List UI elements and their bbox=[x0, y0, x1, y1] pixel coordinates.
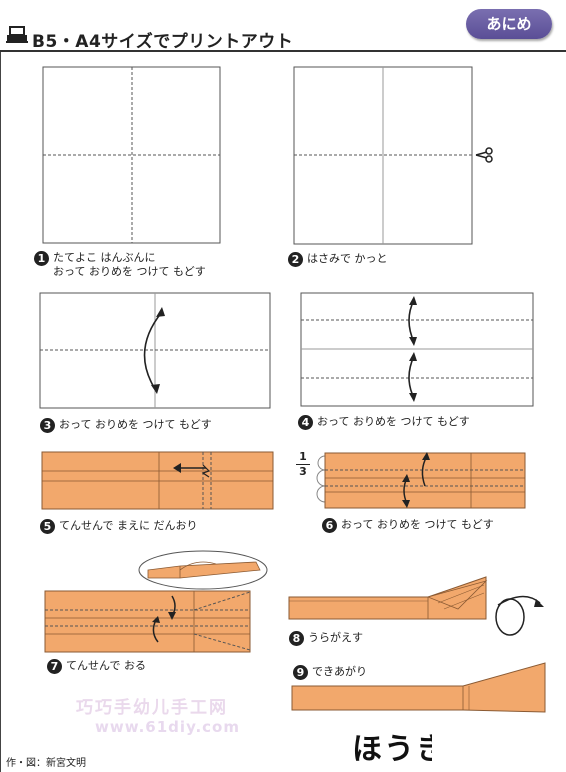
result-title: ほうき bbox=[352, 732, 432, 767]
step-9-diagram bbox=[291, 662, 546, 713]
watermark-url: www.61diy.com bbox=[95, 718, 240, 736]
step-text: おって おりめを つけて もどす bbox=[59, 418, 212, 431]
page-header: B5・A4サイズでプリントアウト あにめ bbox=[0, 0, 566, 52]
step-number: 3 bbox=[40, 418, 55, 433]
fraction-numerator: 1 bbox=[299, 450, 307, 463]
step-4-caption: 4 おって おりめを つけて もどす bbox=[298, 415, 470, 430]
step-9-caption: 9 できあがり bbox=[293, 665, 367, 680]
step-7-diagram bbox=[44, 590, 251, 653]
step-3-caption: 3 おって おりめを つけて もどす bbox=[40, 418, 212, 433]
step-text: うらがえす bbox=[308, 631, 363, 644]
step-text: はさみで かっと bbox=[307, 252, 388, 265]
step-text: てんせんで まえに だんおり bbox=[59, 519, 198, 532]
step-4-diagram bbox=[300, 292, 534, 407]
step-5-diagram bbox=[41, 451, 274, 510]
header-divider bbox=[0, 50, 566, 52]
step-number: 2 bbox=[288, 252, 303, 267]
step-number: 9 bbox=[293, 665, 308, 680]
step-6-caption: 6 おって おりめを つけて もどす bbox=[322, 518, 494, 533]
step-number: 7 bbox=[47, 659, 62, 674]
step-7-caption: 7 てんせんで おる bbox=[47, 659, 146, 674]
step-text: たてよこ はんぶんに おって おりめを つけて もどす bbox=[53, 251, 206, 278]
watermark-text: 巧巧手幼儿手工网 bbox=[76, 698, 228, 718]
step-1-caption: 1 たてよこ はんぶんに おって おりめを つけて もどす bbox=[34, 251, 206, 279]
step-number: 4 bbox=[298, 415, 313, 430]
step-number: 1 bbox=[34, 251, 49, 266]
step-text: おって おりめを つけて もどす bbox=[317, 415, 470, 428]
page-title: B5・A4サイズでプリントアウト bbox=[32, 32, 294, 52]
step-text: てんせんで おる bbox=[66, 659, 146, 672]
fraction-denominator: 3 bbox=[299, 465, 307, 478]
fraction-label: 1 3 bbox=[296, 451, 310, 478]
step-8-caption: 8 うらがえす bbox=[289, 631, 363, 646]
step-3-diagram bbox=[39, 292, 271, 409]
step-5-caption: 5 てんせんで まえに だんおり bbox=[40, 519, 197, 534]
step-8-diagram bbox=[288, 576, 544, 636]
anime-badge-button[interactable]: あにめ bbox=[466, 9, 552, 39]
step-number: 6 bbox=[322, 518, 337, 533]
step-text: できあがり bbox=[312, 665, 367, 678]
step-6-diagram bbox=[316, 452, 526, 509]
step-number: 5 bbox=[40, 519, 55, 534]
step-1-diagram bbox=[42, 66, 221, 244]
step-7-detail bbox=[138, 550, 268, 590]
step-number: 8 bbox=[289, 631, 304, 646]
credit-text: 作・図：新宮文明 bbox=[6, 758, 86, 769]
printer-icon bbox=[6, 26, 28, 43]
step-text: おって おりめを つけて もどす bbox=[341, 518, 494, 531]
scissors-icon bbox=[475, 147, 493, 163]
step-2-caption: 2 はさみで かっと bbox=[288, 252, 388, 267]
left-border bbox=[0, 52, 1, 772]
fraction-bar bbox=[296, 464, 310, 465]
step-2-diagram bbox=[293, 66, 493, 245]
